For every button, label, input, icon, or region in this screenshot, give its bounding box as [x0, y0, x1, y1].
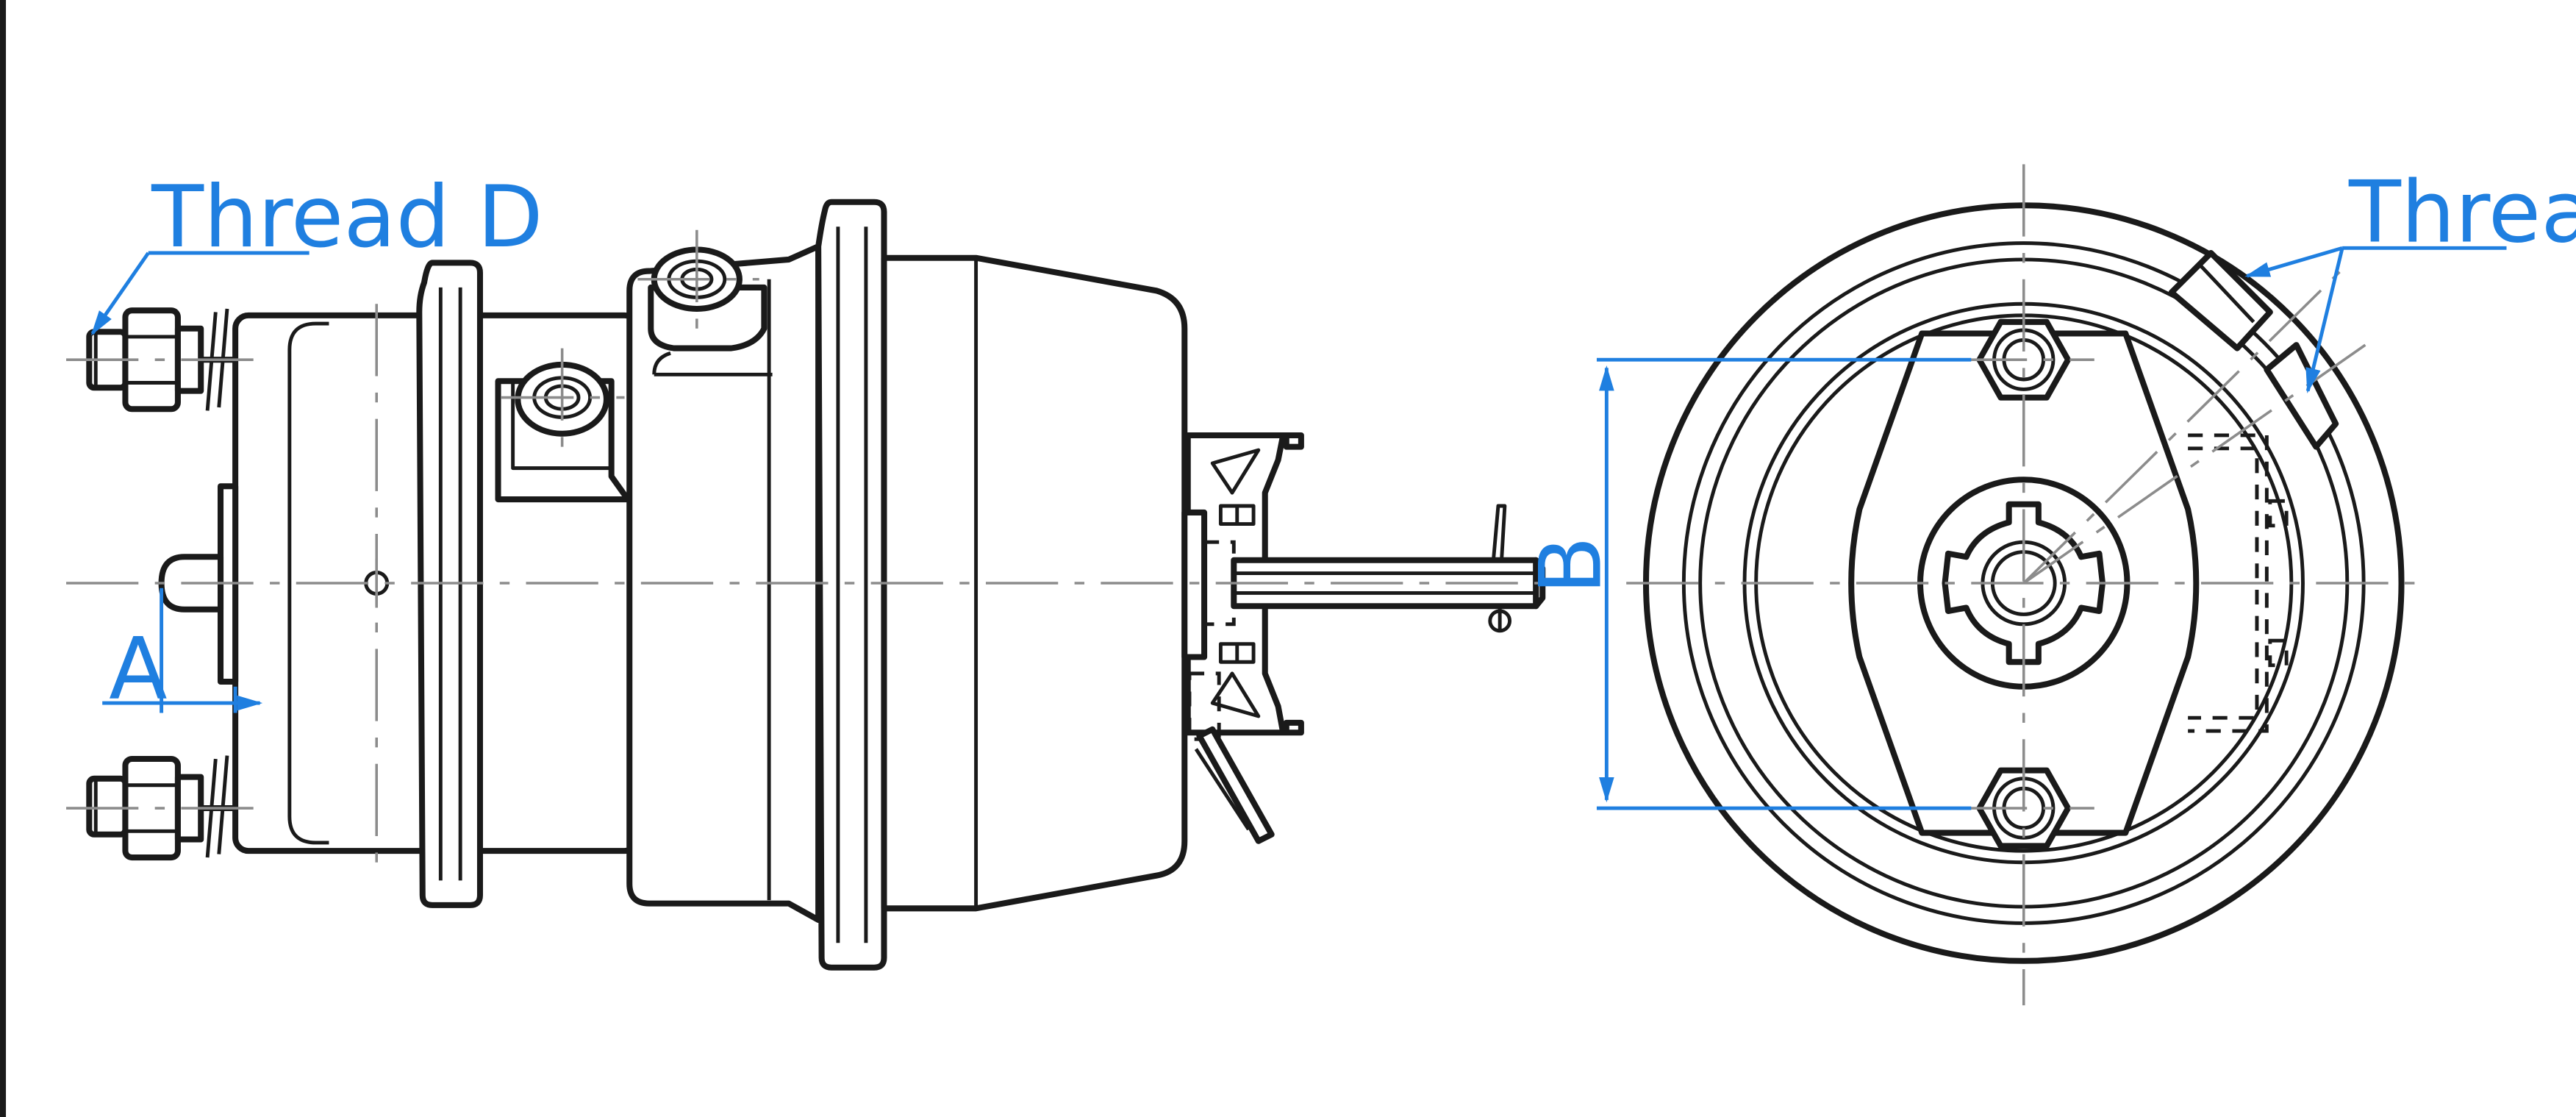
thread-c-callout: Thread C	[2244, 163, 2576, 393]
hidden-bracket	[2188, 433, 2289, 733]
front-view: B Thread C	[1521, 163, 2576, 1006]
dimension-b-label: B	[1521, 536, 1620, 595]
dimension-a: A	[102, 588, 263, 718]
clamp-band-front	[815, 199, 887, 971]
mounting-bracket	[1181, 432, 1304, 844]
rim-air-port	[2168, 249, 2339, 450]
push-rod	[1231, 504, 1546, 633]
dimension-b: B	[1521, 357, 1972, 810]
clamp-band-rear	[416, 260, 483, 908]
dimension-a-label: A	[109, 619, 167, 718]
thread-d-label: Thread D	[151, 168, 543, 267]
thread-d-callout: Thread D	[90, 168, 543, 336]
mounting-stud-bottom	[86, 755, 239, 861]
side-view: A Thread D	[66, 168, 1569, 971]
side-view-centerlines	[66, 229, 1569, 863]
thread-c-label: Thread C	[2348, 163, 2576, 262]
